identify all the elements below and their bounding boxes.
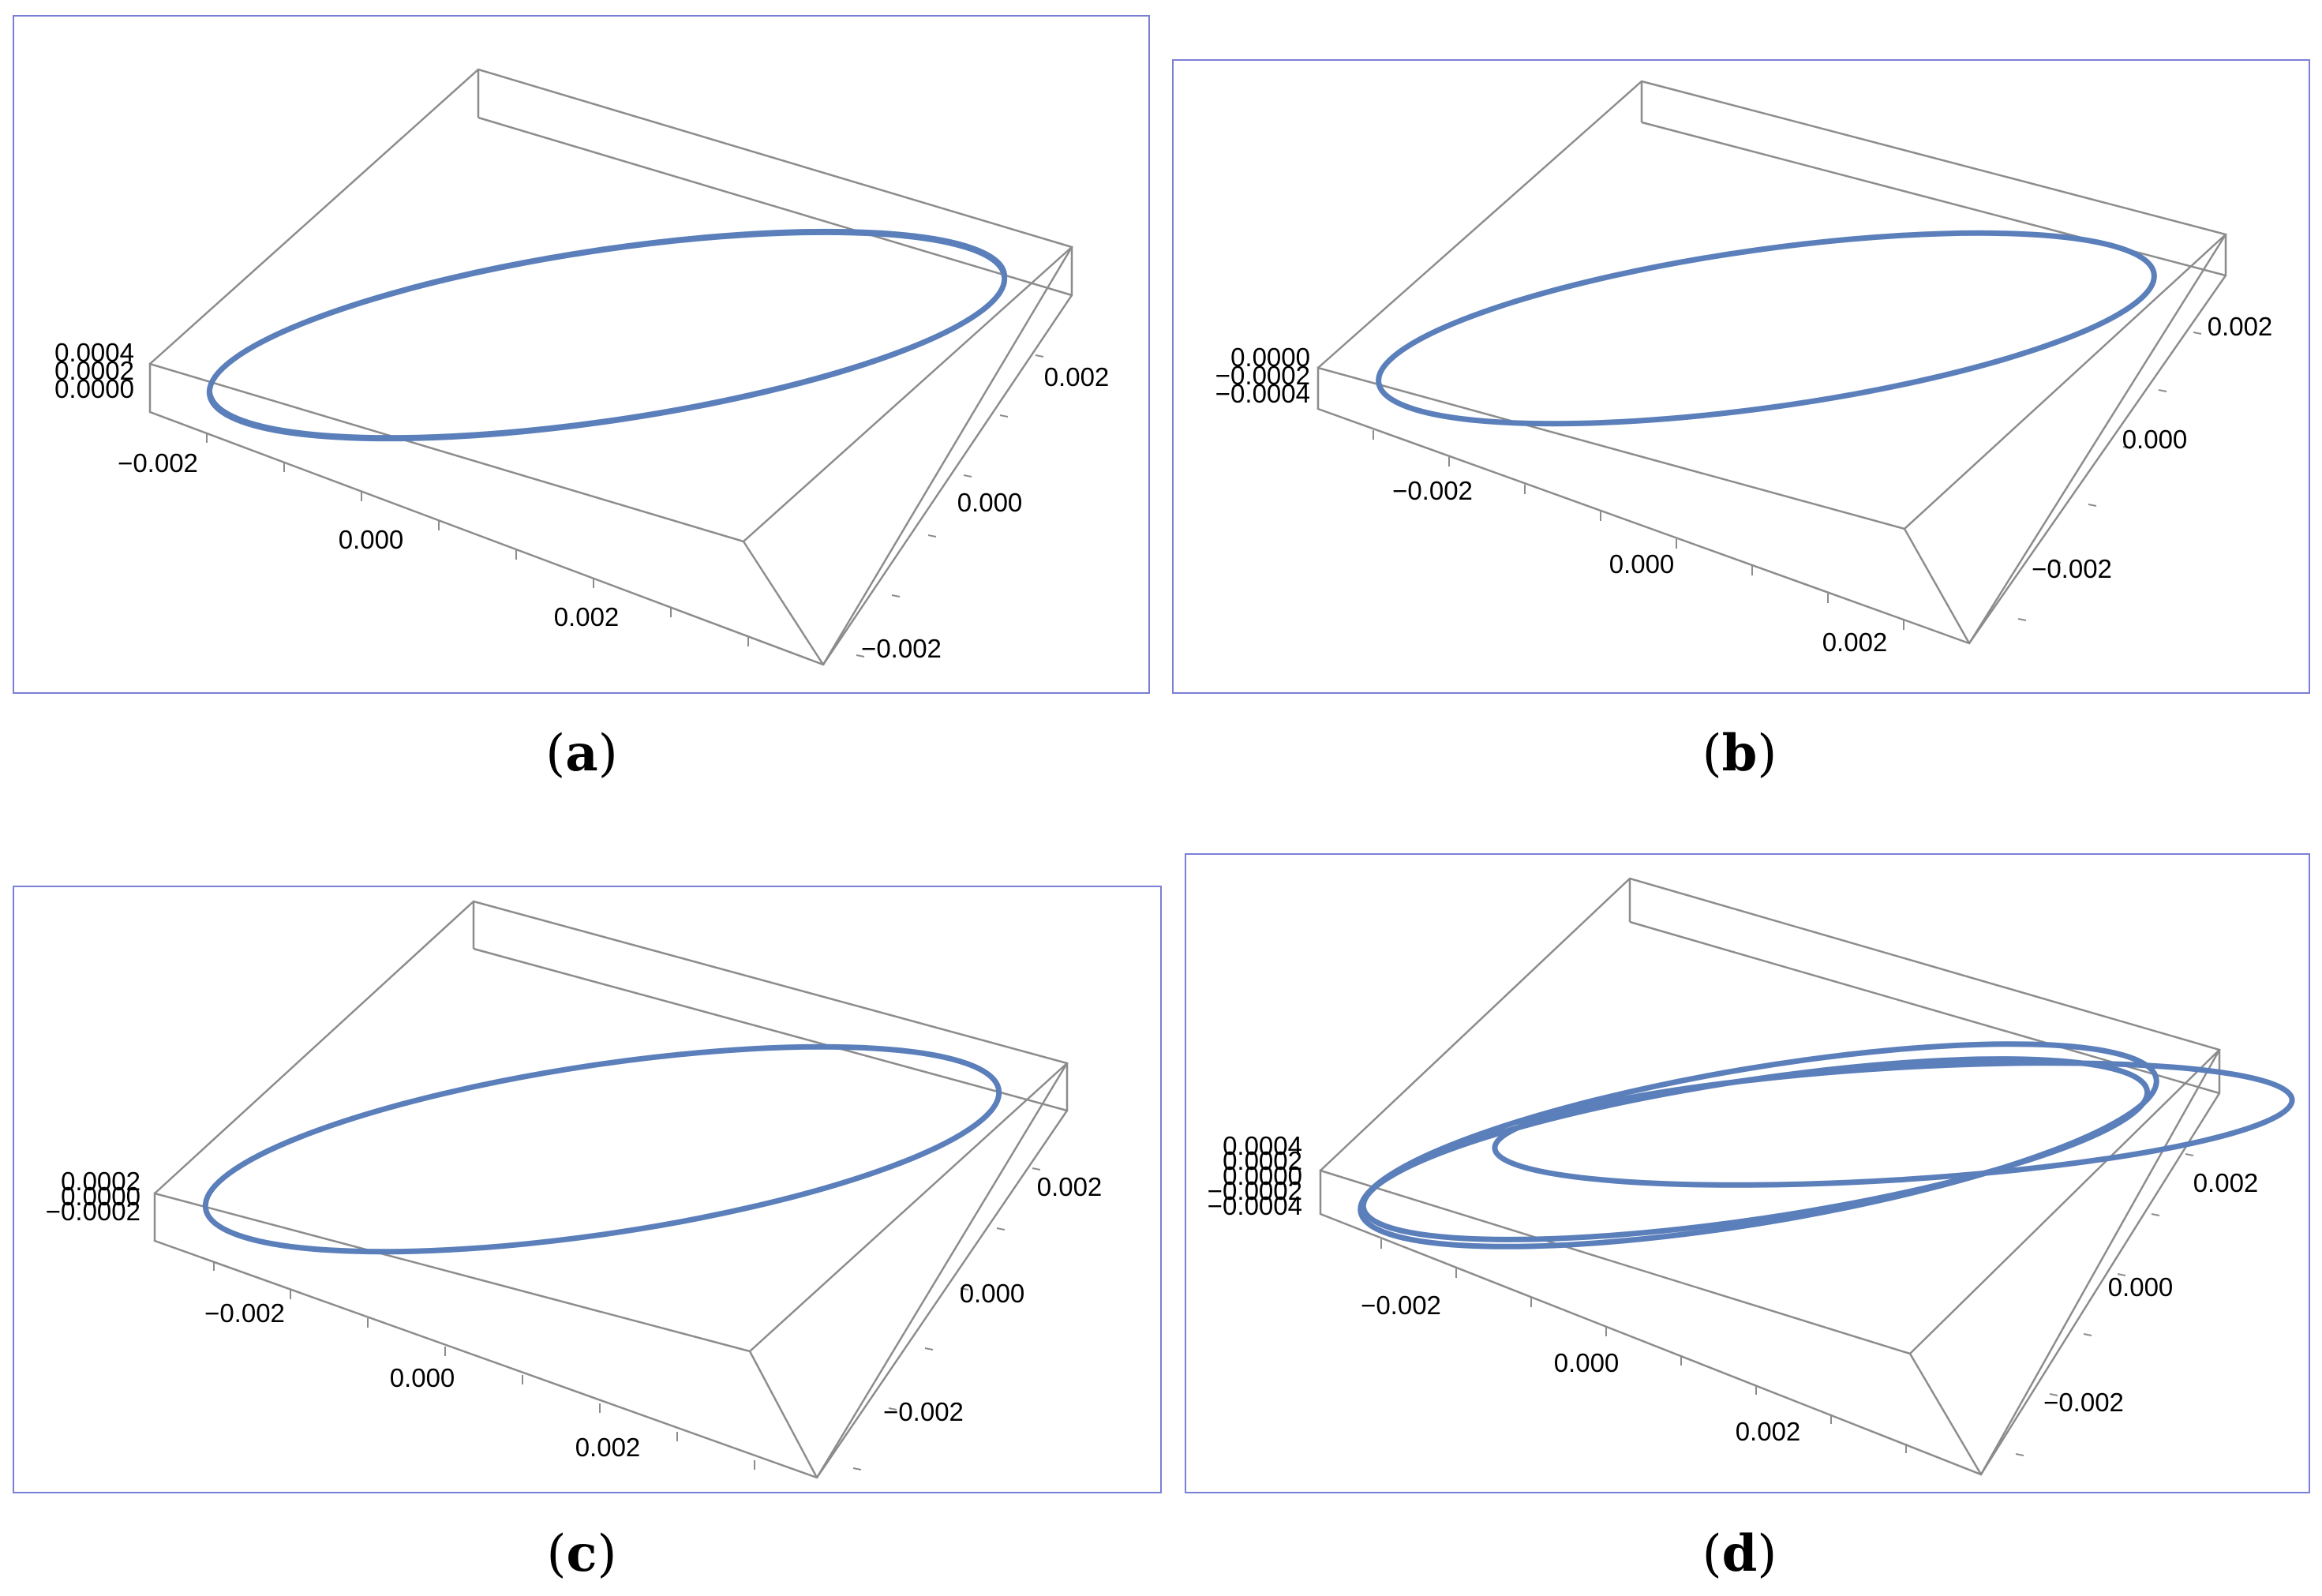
x-tick-label: 0.000 (1609, 549, 1675, 579)
x-tick-label: 0.002 (554, 602, 620, 631)
panel-caption: (d) (1702, 1524, 1777, 1583)
orbit-curve (206, 229, 1008, 442)
y-tick-label: 0.002 (1044, 362, 1110, 392)
x-tick-label: 0.002 (575, 1433, 641, 1462)
y-tick-label: 0.002 (2208, 312, 2273, 341)
panel-b: 0.0000 −0.0002 −0.0004 −0.002 0.000 0.00… (1172, 59, 2310, 783)
orbit-curve (202, 1043, 1002, 1255)
y-axis-ticks (856, 354, 1044, 658)
y-tick-label: −0.002 (861, 634, 942, 663)
z-tick-label: 0.0004 (1223, 1131, 1302, 1160)
bounding-box (1319, 877, 2221, 1476)
orbit-curve (1358, 1041, 2159, 1249)
panel-a: 0.0004 0.0002 0.0000 −0.002 0.000 0.002 … (13, 15, 1150, 783)
panel-caption: (a) (545, 724, 617, 783)
panel-frame (13, 886, 1162, 1493)
z-tick-label: 0.0000 (61, 1182, 140, 1211)
x-tick-label: 0.000 (339, 525, 404, 554)
bounding-box (148, 68, 1073, 666)
z-tick-label: 0.0002 (61, 1167, 140, 1196)
x-tick-label: 0.000 (390, 1363, 455, 1392)
z-tick-label: −0.0004 (1215, 379, 1310, 408)
y-tick-label: 0.000 (960, 1279, 1025, 1308)
x-axis-ticks (213, 1261, 755, 1470)
panel-frame (13, 15, 1150, 694)
panel-frame (1185, 853, 2310, 1493)
y-tick-label: 0.000 (2108, 1272, 2174, 1302)
x-tick-label: 0.002 (1736, 1417, 1801, 1446)
y-tick-label: −0.002 (2043, 1388, 2124, 1417)
panel-caption: (b) (1702, 724, 1777, 783)
panel-c: 0.0002 0.0000 −0.0002 −0.002 0.000 0.002… (13, 886, 1162, 1583)
panel-frame (1172, 59, 2310, 694)
y-tick-label: 0.002 (2193, 1168, 2259, 1197)
y-axis-ticks (2017, 332, 2202, 621)
bounding-box (153, 900, 1069, 1479)
x-axis-ticks (206, 433, 749, 646)
x-tick-label: −0.002 (118, 448, 198, 478)
z-tick-label: −0.0004 (1208, 1191, 1302, 1220)
y-tick-label: 0.000 (957, 488, 1023, 517)
z-tick-label: −0.0002 (1215, 361, 1310, 390)
z-tick-label: −0.0002 (46, 1197, 140, 1226)
z-tick-label: 0.0004 (54, 338, 134, 367)
z-tick-label: −0.0002 (1208, 1176, 1302, 1205)
orbit-curve (1492, 1060, 2295, 1188)
z-tick-label: 0.0002 (54, 356, 134, 385)
bounding-box (1316, 80, 2227, 645)
y-tick-label: 0.000 (2122, 425, 2188, 454)
panel-caption: (c) (547, 1524, 617, 1583)
x-tick-label: 0.002 (1822, 628, 1888, 657)
x-axis-ticks (1380, 1239, 1907, 1453)
y-tick-label: −0.002 (2032, 554, 2112, 583)
z-tick-label: 0.0000 (54, 374, 134, 403)
y-axis-ticks (852, 1167, 1041, 1470)
y-axis-ticks (2015, 1153, 2194, 1456)
z-tick-label: 0.0002 (1223, 1146, 1302, 1175)
orbit-curve (1376, 230, 2157, 427)
y-tick-label: −0.002 (883, 1397, 964, 1426)
orbit-curve (209, 228, 1008, 438)
x-tick-label: −0.002 (1392, 476, 1473, 505)
x-tick-label: −0.002 (1361, 1291, 1441, 1320)
x-axis-ticks (1373, 430, 1904, 630)
y-tick-label: 0.002 (1037, 1172, 1103, 1201)
z-tick-label: 0.0000 (1223, 1161, 1302, 1190)
panel-d: 0.0004 0.0002 0.0000 −0.0002 −0.0004 −0.… (1185, 853, 2310, 1583)
x-tick-label: 0.000 (1554, 1348, 1620, 1377)
x-tick-label: −0.002 (204, 1298, 285, 1328)
z-tick-label: 0.0000 (1230, 343, 1310, 372)
